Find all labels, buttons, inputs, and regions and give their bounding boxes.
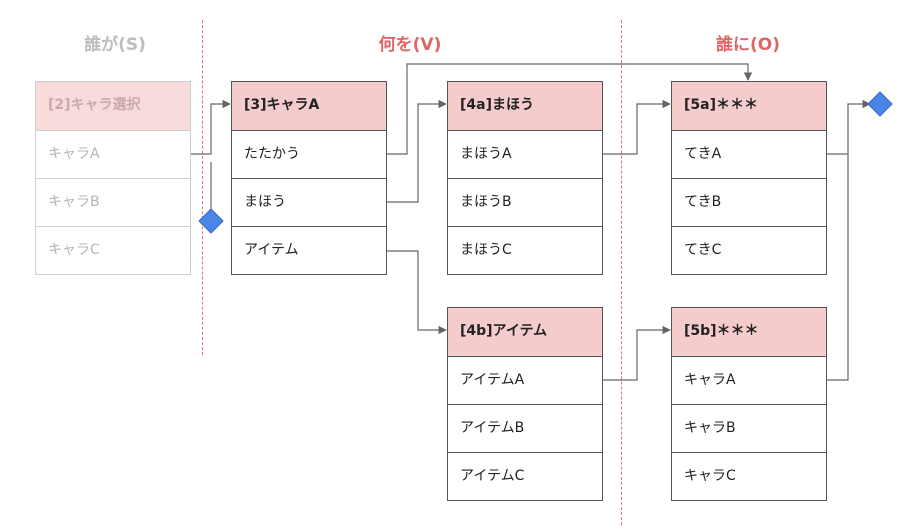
- panel-5b-item-c[interactable]: キャラC: [672, 452, 826, 500]
- divider-left: [202, 20, 203, 355]
- panel-4a-mahou: [4a]まほう まほうA まほうB まほうC: [447, 81, 603, 275]
- panel-5b-item-b[interactable]: キャラB: [672, 404, 826, 452]
- wire-mahouA-to-5a: [600, 99, 671, 155]
- wire-item-to-4b: [384, 250, 447, 335]
- panel-4a-title: [4a]まほう: [448, 82, 602, 130]
- divider-right: [621, 20, 622, 525]
- panel-5a-target-enemy: [5a]＊＊＊ てきA てきB てきC: [671, 81, 827, 275]
- wire-itemA-to-5b: [600, 325, 671, 381]
- panel-5b-item-a[interactable]: キャラA: [672, 356, 826, 404]
- panel-2-item-c[interactable]: キャラC: [36, 226, 190, 274]
- panel-4b-item: [4b]アイテム アイテムA アイテムB アイテムC: [447, 307, 603, 501]
- panel-2-item-a[interactable]: キャラA: [36, 130, 190, 178]
- wire-mahou-to-4a: [384, 99, 447, 203]
- panel-2-chara-select: [2]キャラ選択 キャラA キャラB キャラC: [35, 81, 191, 275]
- panel-4b-item-c[interactable]: アイテムC: [448, 452, 602, 500]
- panel-3-item-tatakau[interactable]: たたかう: [232, 130, 386, 178]
- wire-tatakau-to-5a: [384, 63, 753, 155]
- panel-4a-item-b[interactable]: まほうB: [448, 178, 602, 226]
- column-header-verb: 何を(V): [378, 35, 442, 55]
- panel-3-item-mahou[interactable]: まほう: [232, 178, 386, 226]
- panel-4b-title: [4b]アイテム: [448, 308, 602, 356]
- column-header-subject: 誰が(S): [84, 35, 146, 55]
- wire-tekiA-to-end: [825, 99, 871, 155]
- panel-4b-item-b[interactable]: アイテムB: [448, 404, 602, 452]
- wire-charaA5b-to-end: [825, 154, 849, 381]
- panel-4b-item-a[interactable]: アイテムA: [448, 356, 602, 404]
- start-diamond: [198, 208, 224, 234]
- panel-2-item-b[interactable]: キャラB: [36, 178, 190, 226]
- panel-3-chara-a: [3]キャラA たたかう まほう アイテム: [231, 81, 387, 275]
- panel-5a-title: [5a]＊＊＊: [672, 82, 826, 130]
- panel-2-title: [2]キャラ選択: [36, 82, 190, 130]
- panel-4a-item-a[interactable]: まほうA: [448, 130, 602, 178]
- panel-5b-target-chara: [5b]＊＊＊ キャラA キャラB キャラC: [671, 307, 827, 501]
- panel-5a-item-b[interactable]: てきB: [672, 178, 826, 226]
- panel-5a-item-c[interactable]: てきC: [672, 226, 826, 274]
- panel-4a-item-c[interactable]: まほうC: [448, 226, 602, 274]
- wire-2a-to-3: [189, 99, 231, 155]
- column-header-object: 誰に(O): [716, 35, 780, 55]
- end-diamond: [867, 91, 893, 117]
- panel-3-item-item[interactable]: アイテム: [232, 226, 386, 274]
- panel-5b-title: [5b]＊＊＊: [672, 308, 826, 356]
- panel-5a-item-a[interactable]: てきA: [672, 130, 826, 178]
- panel-3-title: [3]キャラA: [232, 82, 386, 130]
